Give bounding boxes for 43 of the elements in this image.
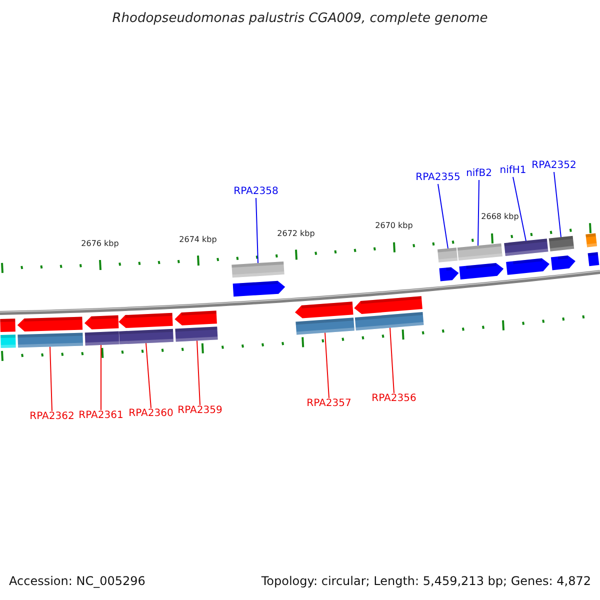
leader-line <box>554 172 562 238</box>
gene-label: nifH1 <box>500 166 526 176</box>
gene-feature <box>457 243 504 280</box>
leader-line <box>438 184 448 250</box>
accession-text: Accession: NC_005296 <box>9 574 146 588</box>
leader-line <box>146 342 152 408</box>
gene-label: RPA2360 <box>128 409 174 419</box>
gene-label: RPA2357 <box>306 399 352 409</box>
gene-feature <box>118 312 174 344</box>
leader-line <box>390 327 394 394</box>
leader-line <box>50 346 52 412</box>
gene-feature <box>84 315 120 346</box>
map-title: Rhodopseudomonas palustris CGA009, complete genome <box>111 11 489 26</box>
leader-line <box>478 180 480 246</box>
gene-label: RPA2362 <box>30 412 74 422</box>
leader-line <box>324 332 330 398</box>
gene-feature <box>586 233 600 266</box>
gene-feature <box>548 236 576 270</box>
gene-feature <box>232 261 286 297</box>
leader-line <box>100 344 102 410</box>
leader-line <box>512 176 526 242</box>
gene-label: RPA2359 <box>178 406 222 416</box>
scale-label: 2668 kbp <box>481 212 519 221</box>
scale-label: 2674 kbp <box>179 236 217 244</box>
gene-label: RPA2358 <box>234 187 278 197</box>
gene-feature <box>0 318 16 348</box>
scale-label: 2672 kbp <box>277 230 315 238</box>
gene-feature <box>504 238 550 275</box>
scale-label: 2670 kbp <box>375 222 413 230</box>
leader-line <box>256 198 258 264</box>
gene-label: RPA2361 <box>78 411 124 421</box>
gene-feature <box>354 296 424 330</box>
gene-label: RPA2356 <box>372 394 416 404</box>
gene-feature <box>294 302 354 335</box>
gene-label: RPA2352 <box>532 161 576 171</box>
gene-label: nifB2 <box>466 169 492 179</box>
leader-line <box>196 340 200 406</box>
gene-feature <box>17 316 84 348</box>
gene-feature <box>438 248 459 282</box>
gene-label: RPA2355 <box>416 173 460 183</box>
genome-summary-text: Topology: circular; Length: 5,459,213 bp; Genes: 4,872 <box>261 574 591 588</box>
scale-label: 2676 kbp <box>81 240 119 248</box>
gene-feature <box>174 310 218 342</box>
